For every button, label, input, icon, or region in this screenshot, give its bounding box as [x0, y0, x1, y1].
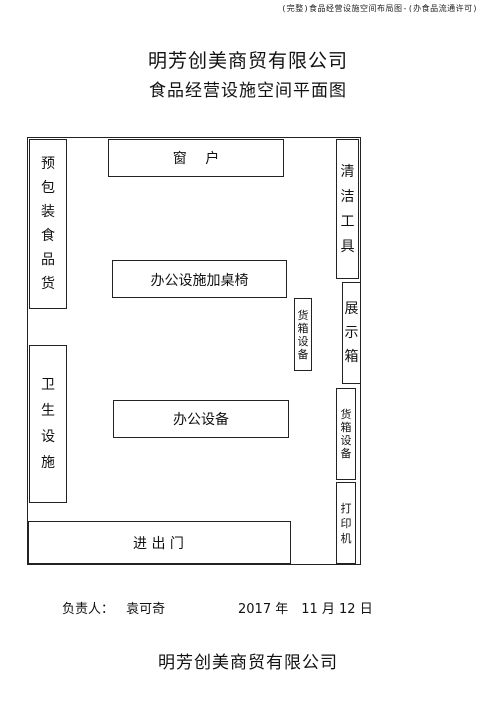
- window-box: 窗 户: [108, 139, 284, 177]
- header-note: (完整)食品经营设施空间布局图-(办食品流通许可): [281, 4, 478, 13]
- vertical-char: 货: [41, 276, 55, 292]
- vertical-char: 包: [41, 180, 55, 196]
- shelf-center-box: 货箱设备: [294, 298, 312, 371]
- cleaning-tools-box: 清洁工具: [336, 139, 359, 279]
- vertical-char: 食: [41, 228, 55, 244]
- responsible-label: 负责人：: [62, 602, 115, 617]
- vertical-char: 具: [340, 238, 355, 255]
- vertical-char: 清: [340, 163, 355, 180]
- vertical-char: 设: [340, 434, 352, 447]
- vertical-char: 货: [340, 408, 352, 421]
- vertical-char: 展: [344, 301, 359, 317]
- sanitation-box: 卫生设施: [29, 345, 67, 503]
- entrance-box: 进 出 门: [28, 521, 291, 564]
- vertical-char: 生: [41, 403, 55, 419]
- prepackaged-food-box: 预包装食品货: [29, 139, 67, 309]
- vertical-char: 品: [41, 252, 55, 268]
- vertical-char: 洁: [340, 188, 355, 205]
- office-desk-chairs-box: 办公设施加桌椅: [112, 260, 287, 298]
- shelf-right-box: 货箱设备: [336, 388, 356, 480]
- vertical-char: 货: [297, 308, 309, 322]
- date: 2017 年 11 月 12 日: [238, 602, 373, 617]
- vertical-char: 备: [340, 447, 352, 460]
- responsible-name: 袁可奇: [126, 602, 166, 617]
- vertical-char: 工: [340, 213, 355, 230]
- printer-box: 打印机: [336, 482, 356, 564]
- vertical-char: 示: [344, 325, 359, 341]
- company-title: 明芳创美商贸有限公司: [147, 50, 348, 72]
- vertical-char: 设: [41, 429, 55, 445]
- entrance-label: 进 出 门: [133, 536, 184, 552]
- company-footer: 明芳创美商贸有限公司: [158, 653, 338, 673]
- vertical-char: 印: [340, 516, 352, 530]
- office-desk-chairs-label: 办公设施加桌椅: [150, 273, 249, 289]
- vertical-char: 设: [297, 334, 309, 348]
- vertical-char: 箱: [344, 349, 359, 365]
- plan-title: 食品经营设施空间平面图: [149, 81, 347, 101]
- window-label: 窗 户: [172, 151, 220, 167]
- office-equipment-label: 办公设备: [173, 412, 229, 428]
- vertical-char: 施: [41, 455, 55, 471]
- office-equipment-box: 办公设备: [113, 400, 289, 438]
- vertical-char: 预: [41, 156, 55, 172]
- vertical-char: 卫: [41, 377, 55, 393]
- vertical-char: 备: [297, 347, 309, 361]
- vertical-char: 箱: [340, 421, 352, 434]
- responsible-person: 负责人： 袁可奇: [62, 598, 165, 617]
- vertical-char: 机: [340, 531, 352, 545]
- vertical-char: 箱: [297, 321, 309, 335]
- vertical-char: 装: [41, 204, 55, 220]
- vertical-char: 打: [340, 501, 352, 515]
- display-cabinet-box: 展示箱: [342, 282, 361, 384]
